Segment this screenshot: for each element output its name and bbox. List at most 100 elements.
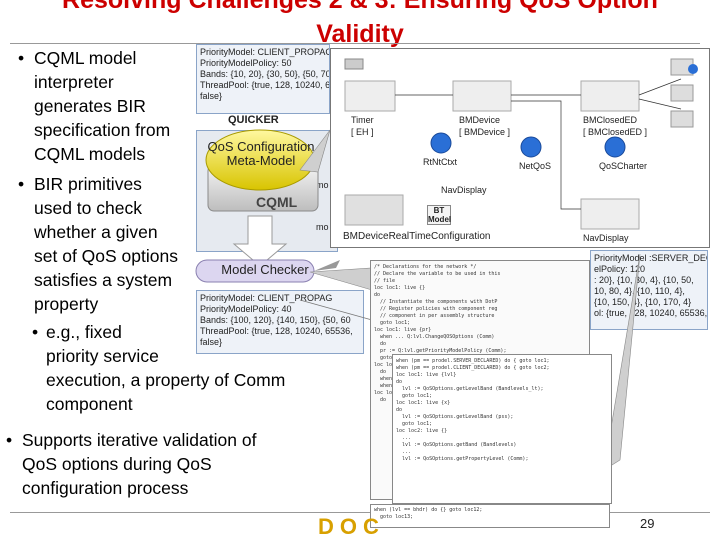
bullet-line: configuration process — [22, 478, 189, 498]
code-line: do — [374, 397, 387, 403]
config-label: BMDeviceRealTimeConfiguration — [343, 231, 491, 242]
priority-line: ol: {true, 128, 10240, 65536, — [594, 308, 708, 318]
bullet-line: component — [46, 394, 133, 414]
bir-code-panel-bottom: when (lvl == bhdr) do {} goto loc12; got… — [370, 504, 610, 528]
meta-model-diagram — [195, 129, 340, 283]
bullet-line: interpreter — [34, 72, 114, 92]
page-number: 29 — [640, 516, 655, 531]
priority-line: PriorityModelPolicy: 40 — [200, 304, 292, 314]
code-line: loc loc1: live {lvl} — [396, 372, 457, 378]
priority-line: PriorityModelPolicy: 50 — [200, 58, 292, 68]
service-label: QoSCharter — [599, 161, 648, 171]
code-line: ... — [396, 435, 412, 441]
priority-line: 10, 80, 4}, {10, 110, 4}, — [594, 286, 685, 296]
code-line: lvl := QoSOptions.getLevelBand (Bandleve… — [396, 386, 544, 392]
code-line: loc loc1: live {} — [374, 285, 426, 291]
priority-line: ThreadPool: {true, 128, 10240, 65536, — [200, 326, 353, 336]
bullet-line: priority service — [46, 346, 159, 366]
priority-line: Bands: {100, 120}, {140, 150}, {50, 60 — [200, 315, 351, 325]
quicker-label: QUICKER — [228, 114, 279, 126]
priority-line: PriorityModel: CLIENT_PROPAG — [200, 293, 333, 303]
code-line: ... — [396, 449, 412, 455]
node-label: BMDevice — [459, 115, 501, 125]
priority-line: {10, 150, 4}, {10, 170, 4} — [594, 297, 692, 307]
slide-title: Resolving Challenges 2 & 3: Ensuring QoS… — [62, 0, 658, 14]
priority-line: false} — [200, 337, 223, 347]
bullet-line: Supports iterative validation of — [22, 430, 257, 450]
bullet-line: property — [34, 294, 99, 314]
code-line: loc loc2: live {} — [396, 428, 448, 434]
node-label: NavDisplay — [583, 233, 629, 243]
bullet-line: used to check — [34, 198, 142, 218]
code-line: // Register policies with component reg — [374, 306, 498, 312]
service-label: RtNtCtxt — [423, 157, 458, 167]
code-line: loc loc1: live {x} — [396, 400, 451, 406]
code-line: do — [374, 292, 381, 298]
bullet-line: CQML models — [34, 144, 146, 164]
bullet-3: • Supports iterative validation of QoS o… — [6, 428, 352, 500]
code-line: // component in per assembly structure — [374, 313, 495, 319]
priority-model-box-top: PriorityModel: CLIENT_PROPAG PriorityMod… — [196, 44, 330, 114]
priority-line: : 20}, {10, 30, 4}, {10, 50, — [594, 275, 694, 285]
code-line: when ... Q:lvl.ChangeQOSOptions (Comm) — [374, 334, 495, 340]
stacked-box-text: mo — [316, 180, 329, 190]
bullet-line: e.g., fixed — [46, 322, 122, 342]
code-line: do — [374, 341, 387, 347]
priority-line: elPolicy: 120 — [594, 264, 646, 274]
bullet-line: CQML model — [34, 48, 137, 68]
priority-line: PriorityModel :SERVER_DECLARED — [594, 253, 707, 263]
component-diagram-svg — [344, 58, 698, 230]
priority-line: ThreadPool: {true, 128, 10240, 65 — [200, 80, 330, 90]
code-line: do — [396, 379, 403, 385]
code-line: goto loc13; — [374, 514, 414, 520]
down-arrow — [232, 215, 288, 267]
footer-divider — [10, 512, 710, 513]
node-label: BMClosedED — [583, 115, 638, 125]
code-line: goto loc1; — [396, 421, 433, 427]
node-label: Timer — [351, 115, 374, 125]
arrow-icon — [314, 260, 340, 271]
code-line: loc loc1: live {pr} — [374, 327, 432, 333]
priority-model-box-right: PriorityModel :SERVER_DECLARED elPolicy:… — [590, 250, 708, 330]
bullet-line: specification from — [34, 120, 171, 140]
bullet-1: • CQML model interpreter generates BIR s… — [18, 46, 194, 166]
code-line: /* Declarations for the network */ — [374, 264, 477, 270]
code-line: goto loc1; — [374, 320, 411, 326]
bullet-line: QoS options during QoS — [22, 454, 212, 474]
bullet-dot: • — [32, 322, 39, 342]
node-label: NavDisplay — [441, 185, 487, 195]
code-line: // Declare the variable to be used in th… — [374, 271, 501, 277]
cqml-label: CQML — [256, 194, 298, 210]
title-divider — [10, 43, 700, 44]
priority-model-box-bottom: PriorityModel: CLIENT_PROPAG PriorityMod… — [196, 290, 364, 354]
doc-logo: DOC — [318, 514, 385, 539]
bir-code-panel-front: when (pm == prodel.SERVER_DECLARED) do {… — [392, 354, 612, 504]
component-diagram: Timer BMDevice BMClosedED NavDisplay [ E… — [330, 48, 710, 248]
code-line: // file — [374, 278, 396, 284]
bullet-line: BIR primitives — [34, 174, 142, 194]
service-label: NetQoS — [519, 161, 552, 171]
priority-line: PriorityModel: CLIENT_PROPAG — [200, 47, 330, 57]
bullet-line: whether a given — [34, 222, 158, 242]
code-line: do — [396, 407, 403, 413]
code-line: when (pm == prodel.CLIENT_DECLARED) do {… — [396, 365, 550, 371]
code-line: lvl := QoSOptions.getLevelBand (pss); — [396, 414, 514, 420]
priority-line: false} — [200, 91, 223, 101]
model-checker-label: Model Checker — [221, 262, 309, 277]
sub-bullet: • e.g., fixed priority service execution… — [32, 320, 316, 416]
bullet-dot: • — [6, 430, 13, 450]
bullet-dot: • — [18, 48, 25, 68]
bullet-2: • BIR primitives used to check whether a… — [18, 172, 204, 316]
code-line: when (pm == prodel.SERVER_DECLARED) do {… — [396, 358, 550, 364]
bullet-line: execution, a property of Comm — [46, 370, 286, 390]
code-line: lvl := QoSOptions.getBand (Bandlevels) — [396, 442, 517, 448]
stacked-box-text: mo — [316, 222, 329, 232]
bullet-line: generates BIR — [34, 96, 146, 116]
code-line: // Instantiate the components with DotP — [374, 299, 498, 305]
port-label: [ BMDevice ] — [459, 127, 511, 137]
bullet-dot: • — [18, 174, 25, 194]
qos-meta-model-label: QoS Configuration Meta-Model — [207, 139, 315, 168]
code-line: do — [374, 369, 387, 375]
bullet-line: satisfies a system — [34, 270, 173, 290]
